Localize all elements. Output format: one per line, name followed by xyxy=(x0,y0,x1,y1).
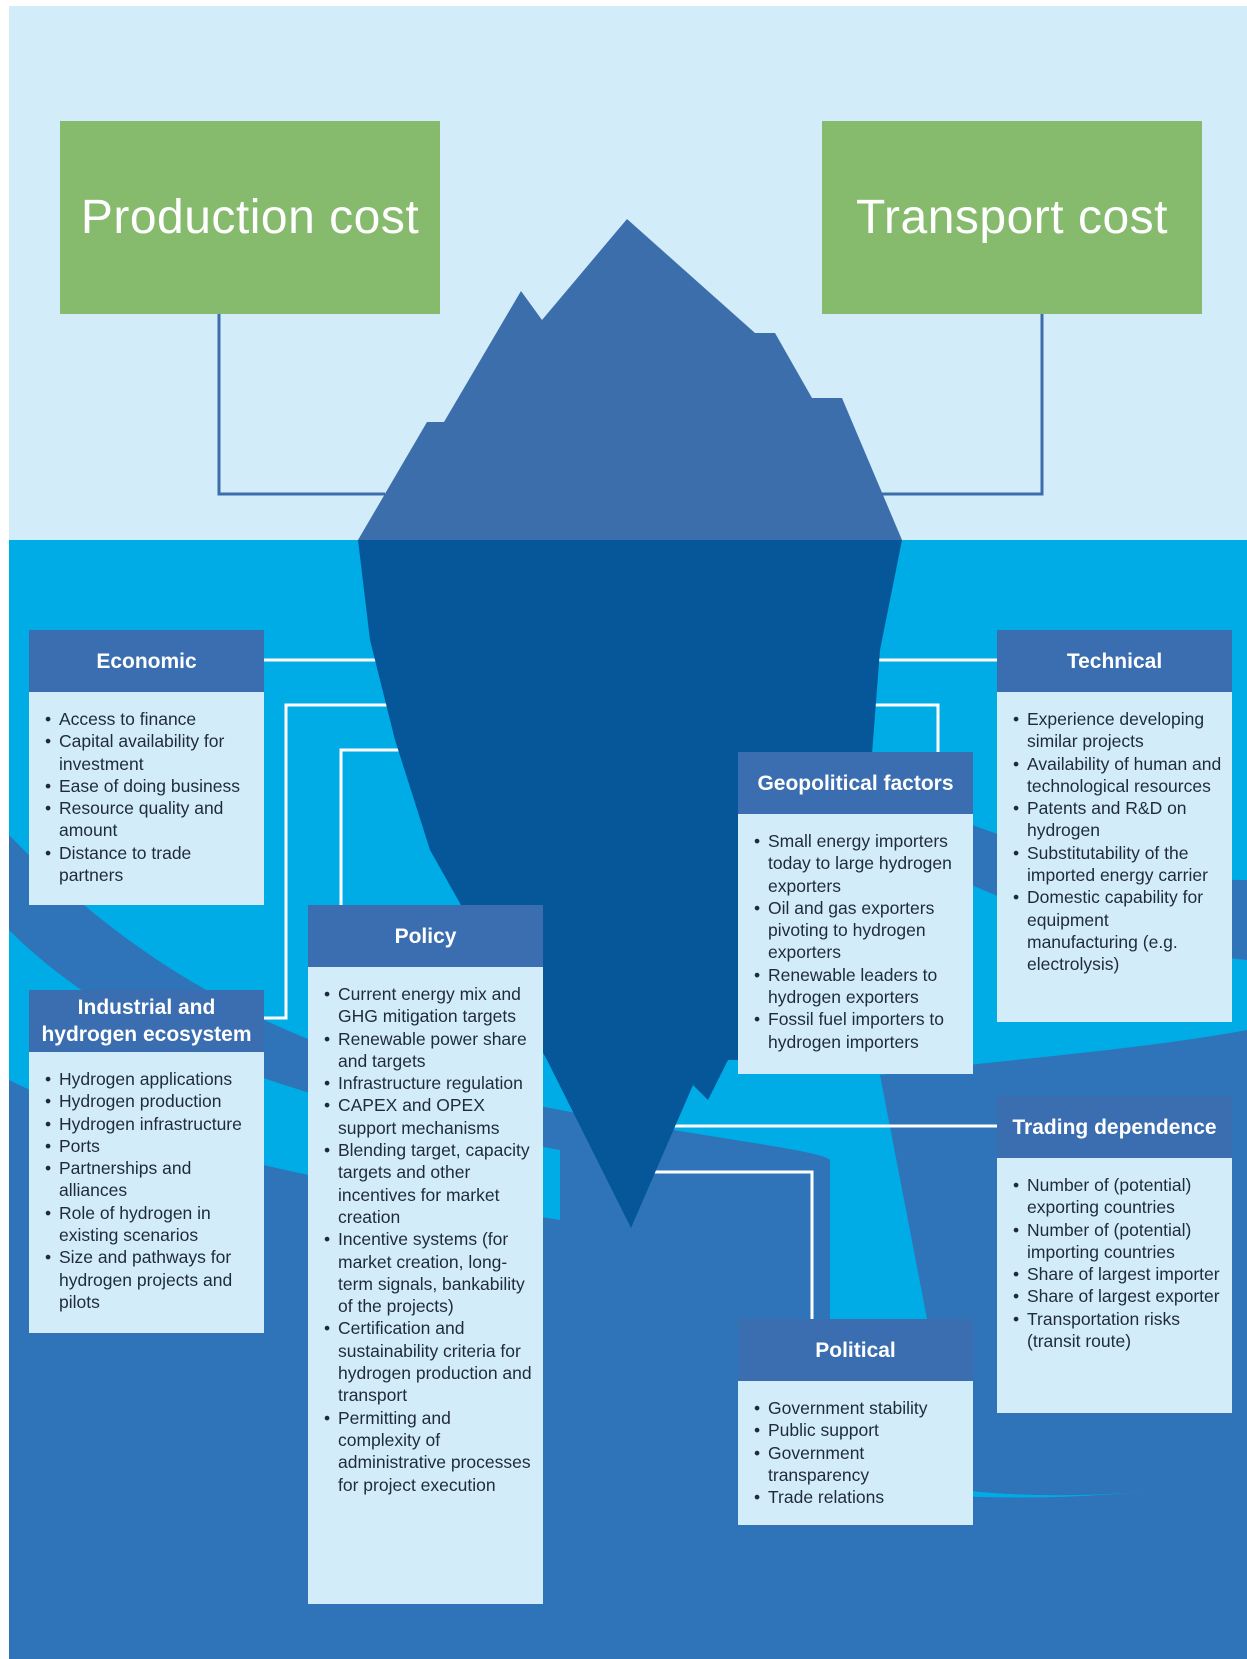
iceberg-submerged xyxy=(358,540,902,1228)
production-cost-box: Production cost xyxy=(60,121,440,314)
connector-industrial xyxy=(263,703,395,1020)
political-card-body: Government stability Public support Gove… xyxy=(738,1381,973,1525)
list-item: Share of largest importer xyxy=(1013,1263,1224,1286)
economic-title: Economic xyxy=(96,649,197,673)
geopolitical-card-body: Small energy importers today to large hy… xyxy=(738,814,973,1074)
list-item: Access to finance xyxy=(45,708,256,731)
connector-production xyxy=(217,313,385,496)
list-item: Oil and gas exporters pivoting to hydrog… xyxy=(754,897,965,964)
list-item: Size and pathways for hydrogen projects … xyxy=(45,1246,256,1313)
policy-card-body: Current energy mix and GHG mitigation ta… xyxy=(308,967,543,1604)
transport-cost-label: Transport cost xyxy=(856,191,1168,244)
list-item: Fossil fuel importers to hydrogen import… xyxy=(754,1008,965,1053)
list-item: Hydrogen production xyxy=(45,1090,256,1113)
connector-lines xyxy=(217,313,1044,1319)
connector-transport xyxy=(880,313,1044,496)
geopolitical-card: Geopolitical factors Small energy import… xyxy=(738,752,973,1074)
list-item: Resource quality and amount xyxy=(45,797,256,842)
list-item: Government transparency xyxy=(754,1442,965,1487)
list-item: Certification and sustainability criteri… xyxy=(324,1317,535,1406)
connector-political xyxy=(650,1170,814,1319)
industrial-card: Industrial and hydrogen ecosystem Hydrog… xyxy=(29,990,264,1333)
technical-card-body: Experience developing similar projects A… xyxy=(997,692,1232,1022)
connector-policy xyxy=(339,748,405,905)
list-item: Role of hydrogen in existing scenarios xyxy=(45,1202,256,1247)
political-card: Political Government stability Public su… xyxy=(738,1319,973,1525)
list-item: Infrastructure regulation xyxy=(324,1072,535,1095)
list-item: Partnerships and alliances xyxy=(45,1157,256,1202)
list-item: Blending target, capacity targets and ot… xyxy=(324,1139,535,1228)
list-item: Share of largest exporter xyxy=(1013,1285,1224,1308)
list-item: Incentive systems (for market creation, … xyxy=(324,1228,535,1317)
industrial-title: Industrial and hydrogen ecosystem xyxy=(41,996,252,1046)
technical-title: Technical xyxy=(1066,649,1163,673)
industrial-card-body: Hydrogen applications Hydrogen productio… xyxy=(29,1052,264,1333)
economic-card-body: Access to finance Capital availability f… xyxy=(29,692,264,905)
list-item: Ports xyxy=(45,1135,256,1158)
policy-title: Policy xyxy=(394,924,457,948)
list-item: Public support xyxy=(754,1419,965,1442)
list-item: Substitutability of the imported energy … xyxy=(1013,842,1224,887)
list-item: Number of (potential) exporting countrie… xyxy=(1013,1174,1224,1219)
list-item: Government stability xyxy=(754,1397,965,1420)
trading-card-body: Number of (potential) exporting countrie… xyxy=(997,1158,1232,1413)
economic-card-header: Economic xyxy=(29,630,264,692)
list-item: Capital availability for investment xyxy=(45,730,256,775)
political-card-header: Political xyxy=(738,1319,973,1381)
geopolitical-title: Geopolitical factors xyxy=(757,771,954,795)
list-item: Number of (potential) importing countrie… xyxy=(1013,1219,1224,1264)
list-item: Experience developing similar projects xyxy=(1013,708,1224,753)
policy-card-header: Policy xyxy=(308,905,543,967)
trading-title: Trading dependence xyxy=(1012,1115,1217,1139)
list-item: Permitting and complexity of administrat… xyxy=(324,1407,535,1496)
list-item: Hydrogen infrastructure xyxy=(45,1113,256,1136)
list-item: Ease of doing business xyxy=(45,775,256,798)
list-item: Transportation risks (transit route) xyxy=(1013,1308,1224,1353)
trading-card-header: Trading dependence xyxy=(997,1096,1232,1158)
list-item: Trade relations xyxy=(754,1486,965,1509)
policy-card: Policy Current energy mix and GHG mitiga… xyxy=(308,905,543,1604)
geopolitical-card-header: Geopolitical factors xyxy=(738,752,973,814)
list-item: Current energy mix and GHG mitigation ta… xyxy=(324,983,535,1028)
connector-geopolitical xyxy=(845,703,940,752)
list-item: Small energy importers today to large hy… xyxy=(754,830,965,897)
industrial-card-header: Industrial and hydrogen ecosystem xyxy=(29,990,264,1052)
political-title: Political xyxy=(815,1338,896,1362)
list-item: Renewable power share and targets xyxy=(324,1028,535,1073)
economic-card: Economic Access to finance Capital avail… xyxy=(29,630,264,905)
technical-card-header: Technical xyxy=(997,630,1232,692)
list-item: CAPEX and OPEX support mechanisms xyxy=(324,1094,535,1139)
list-item: Patents and R&D on hydrogen xyxy=(1013,797,1224,842)
technical-card: Technical Experience developing similar … xyxy=(997,630,1232,1022)
list-item: Domestic capability for equipment manufa… xyxy=(1013,886,1224,975)
list-item: Renewable leaders to hydrogen exporters xyxy=(754,964,965,1009)
list-item: Distance to trade partners xyxy=(45,842,256,887)
list-item: Hydrogen applications xyxy=(45,1068,256,1091)
production-cost-label: Production cost xyxy=(80,191,420,244)
trading-card: Trading dependence Number of (potential)… xyxy=(997,1096,1232,1413)
list-item: Availability of human and technological … xyxy=(1013,753,1224,798)
transport-cost-box: Transport cost xyxy=(822,121,1202,314)
iceberg-tip xyxy=(358,219,902,540)
